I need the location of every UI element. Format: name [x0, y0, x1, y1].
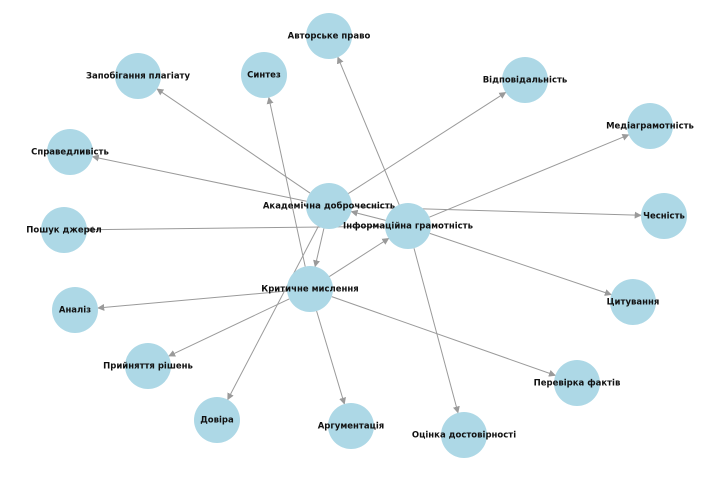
- node-circle: [241, 52, 287, 98]
- edge-krit-perev: [331, 296, 556, 377]
- node-adv: Академічна доброчесність: [263, 183, 395, 229]
- edge-adv-krit: [313, 228, 325, 268]
- node-circle: [115, 53, 161, 99]
- node-circle: [385, 203, 431, 249]
- node-label: Критичне мислення: [261, 285, 358, 295]
- node-circle: [554, 360, 600, 406]
- node-circle: [328, 403, 374, 449]
- edge-krit-anal: [97, 290, 288, 311]
- edge-inf-avt: [336, 56, 400, 205]
- node-avt: Авторське право: [288, 13, 371, 59]
- edge-inf-ots: [413, 248, 460, 414]
- node-pryi: Прийняття рішень: [103, 343, 193, 389]
- node-label: Перевірка фактів: [534, 378, 621, 389]
- node-circle: [47, 129, 93, 175]
- node-dov: Довіра: [194, 397, 240, 443]
- node-circle: [52, 287, 98, 333]
- node-circle: [194, 397, 240, 443]
- node-label: Довіра: [200, 415, 234, 426]
- edge-inf-med: [429, 133, 630, 218]
- node-circle: [41, 207, 87, 253]
- node-med: Медіаграмотність: [606, 103, 694, 149]
- edge-inf-tsyt: [429, 232, 612, 296]
- edge-inf-adv: [350, 209, 386, 221]
- edges-layer: [86, 56, 642, 414]
- node-zap: Запобігання плагіату: [86, 53, 191, 99]
- edge-krit-syn: [266, 96, 306, 267]
- edge-adv-zap: [156, 88, 311, 194]
- node-label: Оцінка достовірності: [412, 430, 516, 441]
- node-label: Академічна доброчесність: [263, 201, 395, 212]
- node-ots: Оцінка достовірності: [412, 412, 516, 458]
- node-label: Аналіз: [59, 305, 91, 316]
- edge-adv-dov: [227, 226, 319, 401]
- node-anal: Аналіз: [52, 287, 98, 333]
- edge-krit-pryi: [168, 298, 290, 357]
- node-label: Синтез: [247, 71, 281, 81]
- node-label: Інформаційна грамотність: [343, 221, 473, 232]
- node-spr: Справедливість: [31, 129, 109, 175]
- node-vid: Відповідальність: [483, 57, 568, 103]
- edge-krit-inf: [329, 237, 390, 278]
- node-label: Медіаграмотність: [606, 121, 694, 132]
- edge-adv-vid: [348, 91, 507, 195]
- node-circle: [641, 193, 687, 239]
- node-label: Відповідальність: [483, 75, 568, 86]
- node-circle: [627, 103, 673, 149]
- node-label: Чесність: [643, 211, 685, 222]
- node-label: Авторське право: [288, 32, 371, 42]
- node-inf: Інформаційна грамотність: [343, 203, 473, 249]
- node-circle: [125, 343, 171, 389]
- node-circle: [610, 279, 656, 325]
- node-syn: Синтез: [241, 52, 287, 98]
- node-label: Справедливість: [31, 147, 109, 158]
- node-label: Цитування: [607, 298, 660, 308]
- node-arg: Аргументація: [318, 403, 385, 449]
- node-perev: Перевірка фактів: [534, 360, 621, 406]
- edge-adv-spr: [91, 154, 307, 202]
- node-circle: [306, 13, 352, 59]
- node-circle: [502, 57, 548, 103]
- node-krit: Критичне мислення: [261, 266, 359, 312]
- node-circle: [287, 266, 333, 312]
- node-posh: Пошук джерел: [26, 207, 102, 253]
- node-label: Запобігання плагіату: [86, 71, 191, 82]
- edge-inf-posh: [86, 225, 386, 234]
- node-tsyt: Цитування: [607, 279, 660, 325]
- node-label: Прийняття рішень: [103, 361, 193, 372]
- node-label: Пошук джерел: [26, 226, 101, 236]
- edge-krit-arg: [316, 310, 346, 405]
- node-ches: Чесність: [641, 193, 687, 239]
- node-circle: [441, 412, 487, 458]
- node-circle: [306, 183, 352, 229]
- node-label: Аргументація: [318, 421, 385, 432]
